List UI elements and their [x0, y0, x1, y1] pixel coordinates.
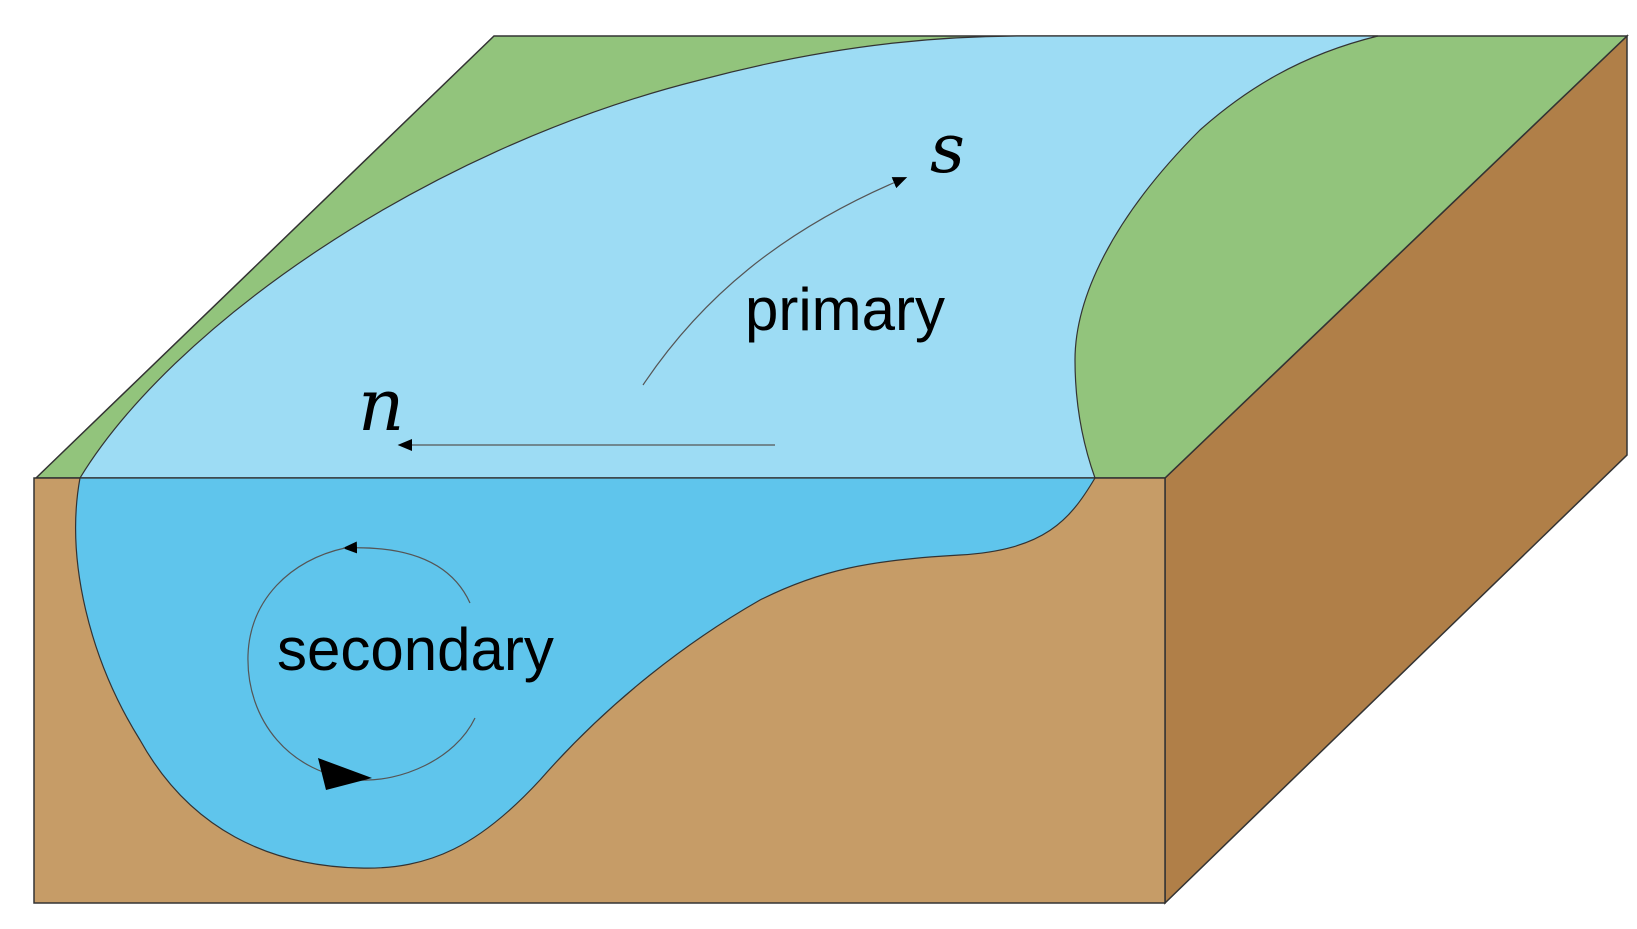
secondary-flow-arrowhead — [318, 758, 372, 790]
n-label: n — [358, 363, 404, 447]
river-surface — [78, 35, 1379, 479]
primary-label: primary — [745, 276, 945, 343]
s-label: s — [930, 110, 965, 189]
secondary-label: secondary — [277, 616, 554, 683]
secondary-flow-arc-upper — [342, 541, 471, 604]
primary-flow-arrow — [642, 177, 908, 386]
secondary-flow-arc-return — [359, 717, 476, 781]
secondary-flow-arc-lower — [247, 547, 361, 781]
